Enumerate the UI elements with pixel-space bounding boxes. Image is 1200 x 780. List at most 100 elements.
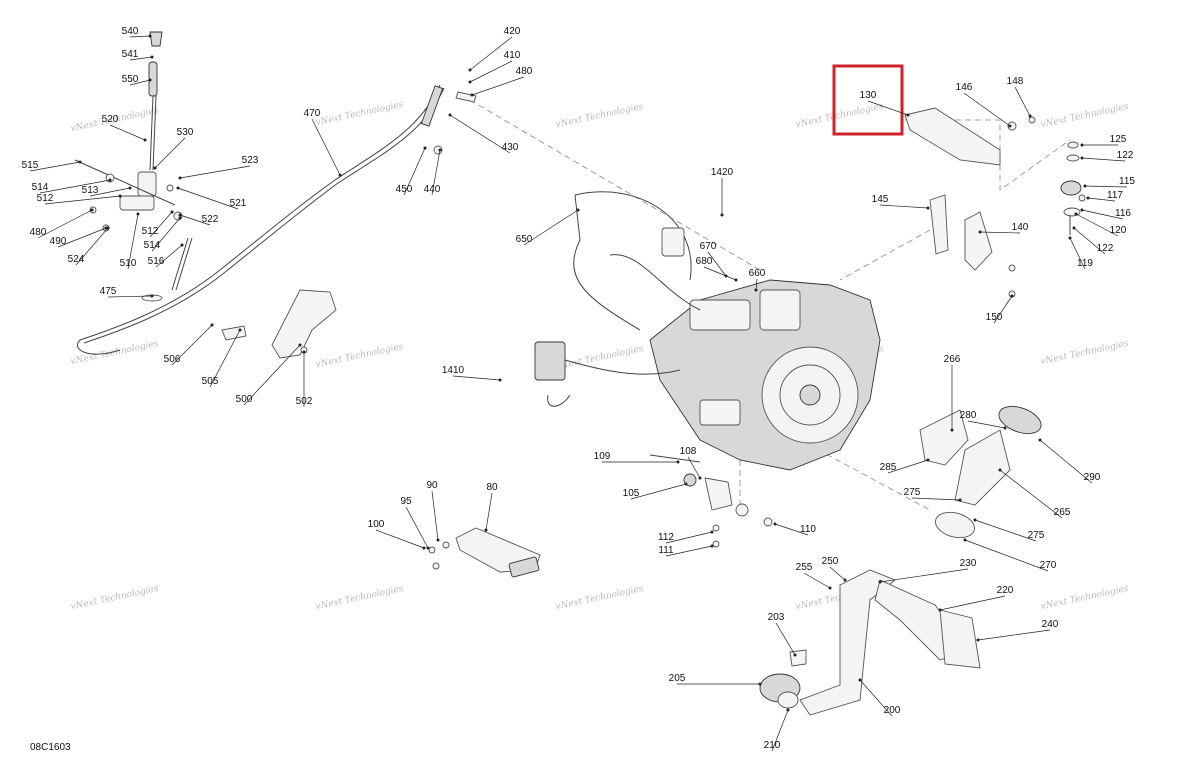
part-label-119: 119	[1077, 258, 1093, 269]
part-label-108: 108	[680, 446, 697, 457]
leader-290	[1039, 439, 1093, 484]
part-label-270: 270	[1040, 560, 1057, 571]
leader-220	[939, 595, 1006, 611]
leader-506	[171, 324, 213, 366]
part-label-116: 116	[1115, 208, 1131, 219]
leader-dot-510	[136, 212, 140, 216]
leader-480	[37, 209, 93, 239]
leader-510	[127, 213, 139, 270]
part-label-670: 670	[700, 241, 717, 252]
leader-513	[89, 187, 131, 197]
leader-490	[57, 227, 107, 248]
watermark-text: vNext Technologies	[315, 584, 405, 612]
leader-dot-523	[178, 176, 182, 180]
part-label-1410: 1410	[442, 365, 465, 376]
part-label-524: 524	[68, 254, 85, 265]
leader-230	[879, 568, 969, 583]
engine-mount-lower	[649, 454, 773, 548]
part-label-280: 280	[960, 410, 977, 421]
part-label-513: 513	[82, 185, 99, 196]
watermark-text: vNext Technologies	[70, 584, 160, 612]
leader-119	[1069, 237, 1086, 270]
leader-dot-500	[298, 343, 302, 347]
leader-dot-516	[180, 243, 184, 247]
leader-dot-506	[210, 323, 214, 327]
leader-150	[993, 295, 1013, 324]
leader-dot-512	[118, 194, 122, 198]
leader-dot-230	[878, 580, 882, 584]
part-label-515: 515	[22, 160, 39, 171]
part-label-512: 512	[142, 226, 159, 237]
leader-512	[44, 195, 121, 205]
leader-dot-146	[1008, 124, 1012, 128]
part-label-265: 265	[1054, 507, 1071, 518]
part-label-90: 90	[426, 480, 438, 491]
part-label-430: 430	[502, 142, 519, 153]
leader-541	[129, 56, 153, 61]
leader-115	[1084, 185, 1128, 188]
part-label-680: 680	[696, 256, 713, 267]
part-label-122: 122	[1117, 150, 1134, 161]
leader-550	[129, 79, 151, 86]
part-label-410: 410	[504, 50, 521, 61]
pedal-assembly	[428, 527, 541, 578]
leader-dot-541	[150, 55, 154, 59]
leader-dot-200	[858, 678, 862, 682]
leader-530	[154, 137, 186, 169]
leader-514	[39, 179, 111, 194]
part-labels: 5405415505205305155145125135235215224804…	[22, 26, 1136, 751]
leader-dot-1420	[720, 213, 724, 217]
leader-523	[179, 165, 251, 179]
part-label-520: 520	[102, 114, 119, 125]
leader-dot-470	[338, 173, 342, 177]
watermark-text: vNext Technologies	[555, 102, 645, 130]
leader-dot-125	[1080, 143, 1084, 147]
leader-255	[803, 572, 831, 589]
leader-470	[311, 118, 341, 176]
leader-524	[75, 227, 109, 266]
part-label-540: 540	[122, 26, 139, 37]
air-intake-ducts	[919, 405, 1042, 539]
leader-dot-80	[484, 528, 488, 532]
leader-210	[771, 709, 789, 752]
leader-200	[859, 679, 893, 717]
leader-521	[177, 187, 239, 210]
leader-dot-116	[1080, 208, 1084, 212]
leader-dot-145	[926, 206, 930, 210]
lower-intake-tube	[759, 569, 981, 716]
leader-270	[964, 539, 1049, 572]
part-label-475: 475	[100, 286, 117, 297]
leader-512	[149, 211, 173, 238]
watermark-text: vNext Technologies	[70, 339, 160, 367]
part-label-205: 205	[669, 673, 686, 684]
leader-480	[471, 76, 525, 96]
leader-dot-150	[1010, 294, 1014, 298]
leader-dot-111	[710, 544, 714, 548]
part-label-500: 500	[236, 394, 253, 405]
leader-dot-122	[1080, 156, 1084, 160]
leader-dot-240	[976, 638, 980, 642]
leader-dot-130	[906, 113, 910, 117]
leader-dot-480	[90, 208, 94, 212]
part-label-125: 125	[1110, 134, 1127, 145]
leader-dot-100	[422, 546, 426, 550]
part-label-290: 290	[1084, 472, 1101, 483]
leader-dot-117	[1086, 196, 1090, 200]
leader-dot-520	[143, 138, 147, 142]
leader-670	[707, 251, 727, 277]
leader-dot-502	[302, 350, 306, 354]
leader-514	[151, 217, 181, 252]
diagram-code: 08C1603	[30, 742, 71, 753]
leader-522	[179, 214, 211, 226]
part-label-140: 140	[1012, 222, 1029, 233]
part-label-115: 115	[1119, 176, 1135, 187]
leader-110	[774, 523, 809, 536]
engine-mount-brackets	[904, 107, 1086, 298]
leader-475	[107, 295, 153, 298]
part-label-285: 285	[880, 462, 897, 473]
part-label-203: 203	[768, 612, 785, 623]
leader-410	[469, 60, 513, 83]
leader-140	[979, 231, 1021, 234]
leader-dot-285	[926, 458, 930, 462]
leader-lines	[29, 34, 1128, 752]
